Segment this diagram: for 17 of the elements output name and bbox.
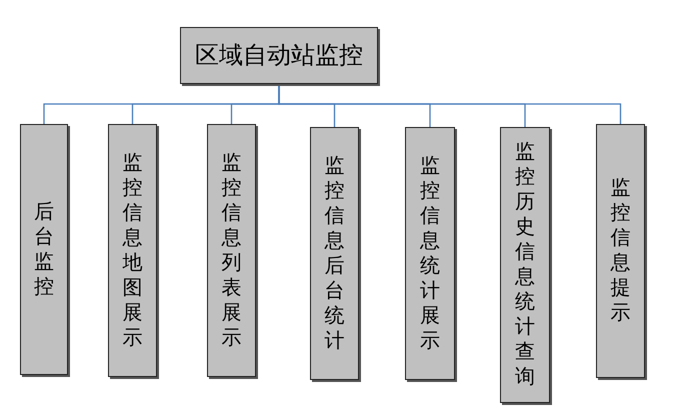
connector-line <box>278 84 622 124</box>
box-label: 区域自动站监控 <box>195 44 363 68</box>
process-box <box>596 124 645 378</box>
box-label: 监控信息提示 <box>610 176 630 326</box>
process-box <box>207 124 256 377</box>
process-box <box>20 124 68 375</box>
process-box <box>310 127 359 380</box>
box-label: 监控信息地图展示 <box>122 150 142 350</box>
process-box <box>500 127 550 403</box>
box-label: 后台监控 <box>34 200 54 300</box>
process-box <box>180 27 378 84</box>
box-label: 监控历史信息统计查询 <box>515 140 535 390</box>
box-label: 监控信息统计展示 <box>420 154 440 354</box>
box-label: 监控信息列表展示 <box>222 150 242 350</box>
process-box <box>108 124 157 377</box>
box-label: 监控信息后台统计 <box>324 154 344 354</box>
process-box <box>405 127 455 380</box>
